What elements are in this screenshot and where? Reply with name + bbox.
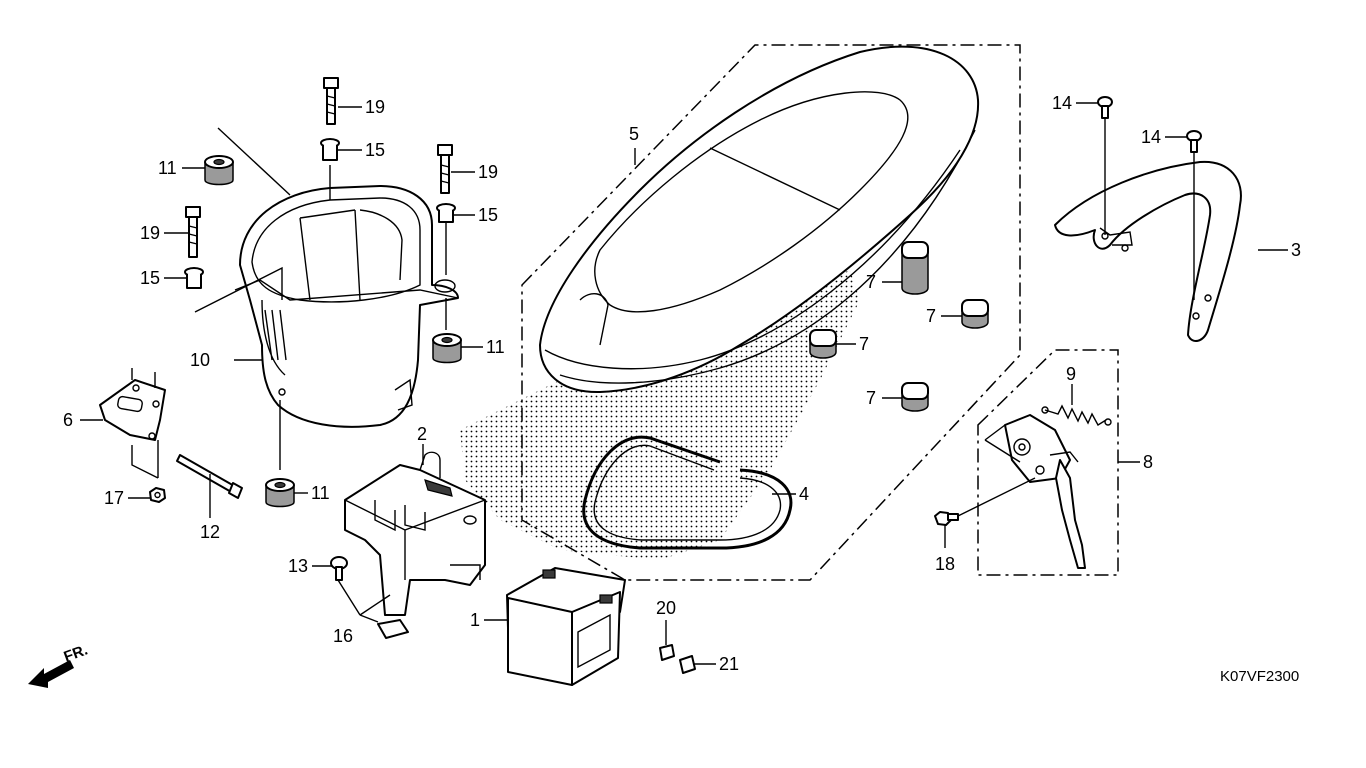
callout-17: 17 bbox=[104, 488, 124, 508]
callout-7-d: 7 bbox=[866, 388, 876, 408]
collar-15-right bbox=[436, 203, 456, 223]
seat bbox=[539, 45, 980, 394]
callout-1: 1 bbox=[470, 610, 480, 630]
callout-2: 2 bbox=[417, 424, 427, 444]
bolt-19-left bbox=[185, 206, 201, 258]
callout-9: 9 bbox=[1066, 364, 1076, 384]
rubber-11-bottom bbox=[265, 478, 295, 508]
callout-21: 21 bbox=[719, 654, 739, 674]
leader-16 bbox=[337, 579, 391, 623]
collar-15-left bbox=[184, 267, 204, 289]
seat-shadow-pattern bbox=[460, 270, 860, 560]
bolt-14-left bbox=[1097, 96, 1113, 235]
seat-seal bbox=[582, 435, 793, 550]
callout-10: 10 bbox=[190, 350, 210, 370]
collar-15-top bbox=[320, 138, 340, 161]
front-marker-label: FR. bbox=[62, 642, 91, 666]
bracket-6 bbox=[99, 368, 166, 441]
front-direction-arrow-icon: FR. bbox=[28, 642, 90, 688]
callout-16: 16 bbox=[333, 626, 353, 646]
callout-3: 3 bbox=[1291, 240, 1301, 260]
callout-18: 18 bbox=[935, 554, 955, 574]
leader-15c bbox=[194, 266, 283, 313]
screw-13 bbox=[330, 556, 348, 581]
rubber-11-top bbox=[204, 155, 234, 186]
bumper-7-c bbox=[809, 329, 837, 359]
luggage-box bbox=[234, 185, 459, 428]
bolt-12 bbox=[176, 454, 243, 499]
callout-4: 4 bbox=[799, 484, 809, 504]
bumper-7-d bbox=[901, 382, 929, 412]
callout-11-top: 11 bbox=[158, 158, 177, 178]
callout-19-left: 19 bbox=[140, 223, 160, 243]
callout-12: 12 bbox=[200, 522, 220, 542]
bumper-7-a bbox=[901, 241, 929, 295]
bolt-19-right bbox=[437, 144, 453, 194]
callout-11-right: 11 bbox=[486, 337, 505, 357]
callout-14-left: 14 bbox=[1052, 93, 1072, 113]
callout-20: 20 bbox=[656, 598, 676, 618]
callout-19-right: 19 bbox=[478, 162, 498, 182]
callout-8: 8 bbox=[1143, 452, 1153, 472]
seat-lock-8 bbox=[1004, 414, 1086, 569]
callout-7-a: 7 bbox=[866, 272, 876, 292]
nut-17 bbox=[131, 440, 166, 503]
leader-8-lock bbox=[984, 424, 1021, 463]
callout-15-top: 15 bbox=[365, 140, 385, 160]
callout-19-top: 19 bbox=[365, 97, 385, 117]
callout-13: 13 bbox=[288, 556, 308, 576]
battery-1 bbox=[506, 567, 626, 686]
seat-group-dashed-outline bbox=[521, 44, 1021, 581]
grab-rail-3 bbox=[1054, 160, 1242, 342]
fuse-21 bbox=[679, 655, 696, 674]
callout-15-right: 15 bbox=[478, 205, 498, 225]
bolt-14-right bbox=[1186, 130, 1202, 300]
callout-6: 6 bbox=[63, 410, 73, 430]
spring-9 bbox=[1041, 404, 1112, 426]
bolt-18 bbox=[934, 477, 1036, 526]
battery-case-2 bbox=[344, 451, 486, 616]
callout-5: 5 bbox=[629, 124, 639, 144]
bumper-7-b bbox=[961, 299, 989, 329]
rubber-11-right bbox=[432, 333, 462, 364]
callout-11-bottom: 11 bbox=[311, 483, 330, 503]
clip-16 bbox=[377, 619, 409, 639]
callout-7-c: 7 bbox=[859, 334, 869, 354]
callout-14-right: 14 bbox=[1141, 127, 1161, 147]
diagram-code: K07VF2300 bbox=[1220, 668, 1299, 685]
bolt-19-top bbox=[323, 77, 339, 125]
callout-15-left: 15 bbox=[140, 268, 160, 288]
fuse-20 bbox=[659, 620, 675, 661]
callout-7-b: 7 bbox=[926, 306, 936, 326]
leader-11a bbox=[217, 127, 291, 196]
